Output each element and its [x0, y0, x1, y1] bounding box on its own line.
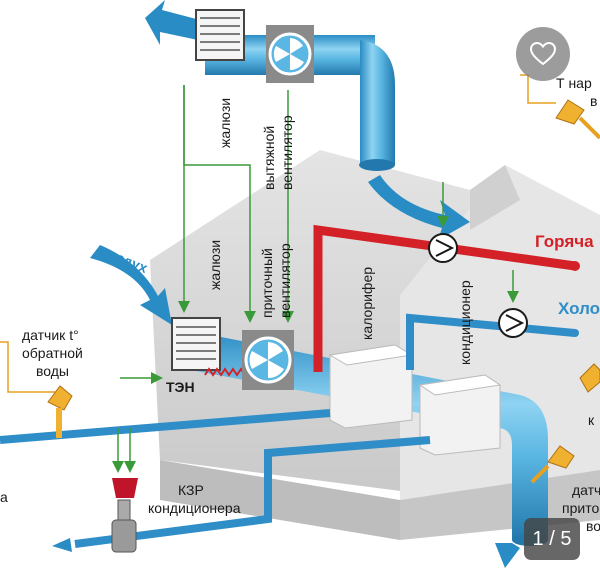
label-supply-sensor-2: прито: [562, 500, 599, 516]
label-return-sensor-2: обратной: [22, 345, 83, 361]
ten-heater-coil: [204, 367, 246, 377]
blinds-top: [195, 9, 245, 61]
air-in-arrow: [90, 245, 172, 325]
label-blinds-bottom: жалюзи: [207, 240, 223, 290]
label-exhaust-fan-2: вентилятор: [279, 115, 295, 190]
kzr-valve: [111, 478, 138, 553]
label-supply-fan-1: приточный: [259, 248, 275, 318]
return-water-sensor: [0, 341, 73, 438]
label-supply-sensor-1: датч: [572, 482, 600, 498]
right-edge-sensor: [579, 363, 600, 393]
cold-pump: [498, 308, 528, 338]
label-cold-water: Холо: [558, 299, 600, 318]
label-blinds-top: жалюзи: [217, 98, 233, 148]
label-kzr-1: КЗР: [178, 482, 204, 498]
supply-fan: [242, 330, 294, 390]
hot-pump: [428, 233, 458, 263]
heart-icon: [530, 42, 556, 66]
blinds-bottom: [171, 317, 221, 371]
label-conditioner: кондиционер: [457, 280, 473, 365]
label-ten: ТЭН: [166, 379, 195, 395]
label-return-sensor-1: датчик t°: [22, 327, 79, 343]
hot-water-pipe: [313, 224, 580, 372]
exhaust-fan: [266, 25, 314, 83]
gallery-page-counter: 1 / 5: [524, 518, 580, 560]
label-outdoor-temp-2: в: [590, 93, 597, 109]
label-kzr-2: кондиционера: [148, 500, 241, 516]
label-hot-water: Горяча: [535, 232, 594, 251]
label-return-sensor-3: воды: [36, 363, 69, 379]
label-exhaust-fan-1: вытяжной: [261, 126, 277, 190]
outdoor-temp-sensor: [520, 74, 600, 140]
control-wires: [112, 85, 519, 473]
exhaust-out-arrow: [145, 0, 200, 45]
label-supply-sensor-3: возд: [586, 518, 600, 534]
favorite-button[interactable]: [516, 27, 570, 81]
heater-unit: [328, 344, 414, 429]
label-supply-fan-2: вентилятор: [277, 243, 293, 318]
water-main-pipe: [0, 409, 431, 552]
supply-air-sensor: [530, 445, 575, 484]
label-heater: калорифер: [359, 267, 375, 340]
label-left-edge: а: [0, 489, 8, 505]
label-outdoor-temp-1: Т нар: [556, 75, 592, 91]
conditioner-unit: [418, 374, 502, 456]
supply-out-arrow: [495, 543, 520, 568]
label-right-edge: к: [588, 412, 595, 428]
